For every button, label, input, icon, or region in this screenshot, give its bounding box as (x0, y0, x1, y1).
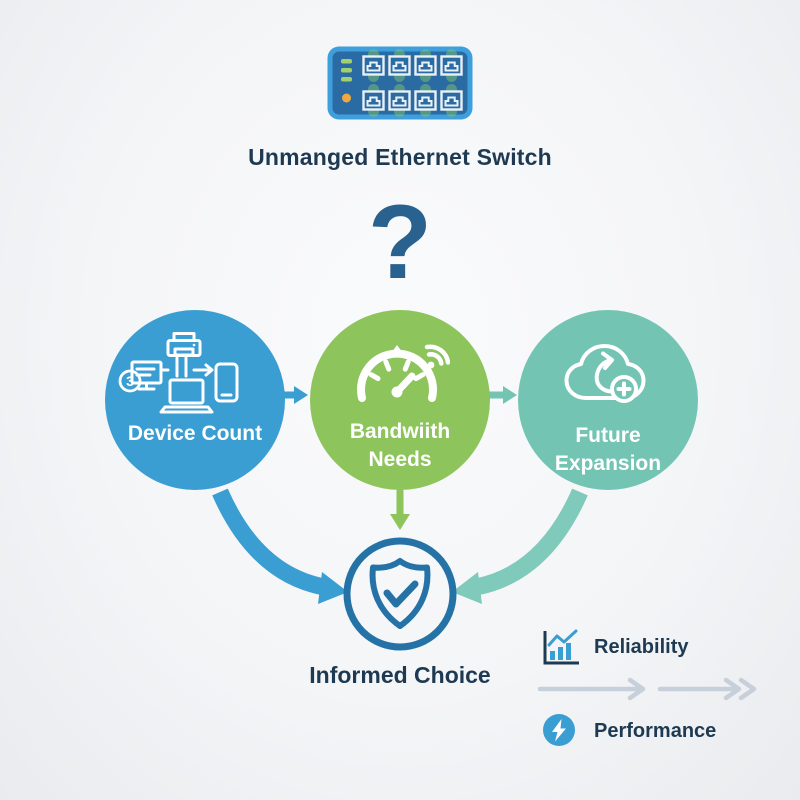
question-mark: ? (367, 184, 433, 301)
connected-devices-icon: 3 (118, 332, 239, 414)
factor-label-line1: Bandwiith (349, 420, 451, 443)
factor-label-line1: Device Count (127, 422, 263, 445)
ethernet-switch-icon (327, 46, 473, 120)
switch-led (341, 68, 352, 73)
curved-arrow-expansion-to-choice (452, 488, 588, 604)
device-count-badge: 3 (126, 373, 134, 389)
factor-label: Bandwiith Needs (310, 418, 490, 474)
factor-label: Device Count (105, 420, 285, 448)
switch-led (341, 59, 352, 64)
benefit-label-performance: Performance (594, 720, 717, 742)
diagram-title: Unmanged Ethernet Switch (248, 144, 552, 170)
factor-circle-bandwidth-needs: Bandwiith Needs (310, 310, 490, 490)
lightning-bolt-icon (543, 714, 575, 746)
switch-power-led (342, 93, 351, 103)
bar-chart-icon (543, 629, 579, 665)
device-count-badge-circle (118, 369, 142, 393)
factor-label-line2: Needs (368, 448, 432, 471)
cloud-growth-icon (564, 344, 646, 403)
curved-arrow-device-to-choice (212, 488, 348, 604)
factor-label-line1: Future (575, 424, 641, 447)
benefit-label-reliability: Reliability (594, 636, 689, 658)
factor-label-line2: Expansion (554, 452, 662, 475)
factor-circle-future-expansion: Future Expansion (518, 310, 698, 490)
factor-circle-device-count: 3 Device Count (105, 310, 285, 490)
arrow-bandwidth-to-expansion (485, 386, 517, 404)
speedometer-wifi-icon (357, 344, 450, 402)
arrow-bandwidth-down (390, 487, 410, 530)
result-label: Informed Choice (309, 662, 491, 688)
factor-label: Future Expansion (518, 422, 698, 478)
shield-check-icon (343, 537, 457, 651)
switch-led (341, 77, 352, 82)
benefit-divider-arrows (537, 677, 757, 701)
